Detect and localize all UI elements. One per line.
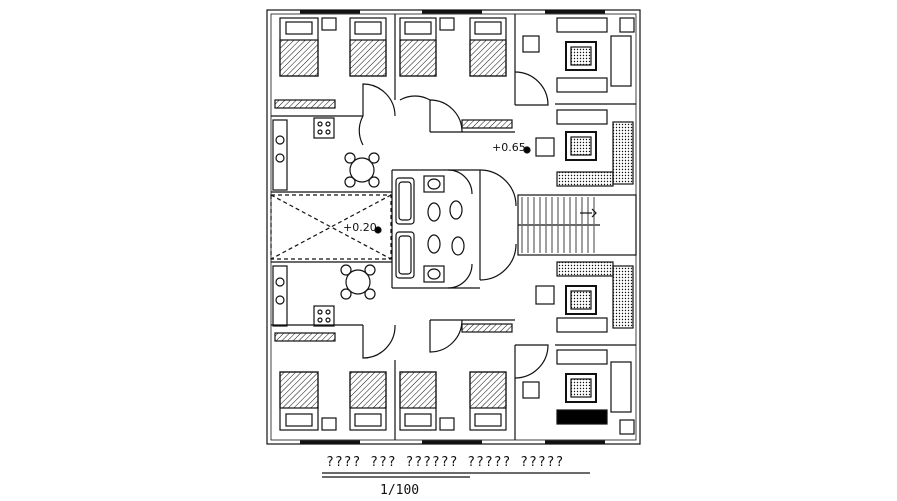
kitchen-counter [272, 265, 335, 327]
level-marker [374, 226, 382, 234]
level-marker [523, 146, 531, 154]
bed-icon [279, 17, 319, 77]
armchair-icon [535, 137, 555, 157]
dining-table-icon [340, 264, 376, 300]
armchair-icon [522, 17, 635, 53]
nightstand [439, 17, 455, 31]
bathtub-icon [395, 177, 415, 279]
door-swings [358, 71, 549, 379]
level-label: +0.20 [343, 221, 377, 234]
light-well [270, 194, 392, 260]
drawing-scale: 1/100 [380, 483, 420, 498]
nightstand [439, 417, 455, 431]
nightstand [321, 17, 337, 31]
bed-icon [469, 17, 507, 77]
sink-icon [423, 175, 445, 283]
coffee-table-icon [565, 373, 597, 403]
sofa-icon [556, 261, 634, 333]
bed-icon [349, 17, 387, 77]
wardrobe [274, 332, 336, 342]
sofa-icon [556, 349, 632, 425]
dining-table-icon [344, 152, 380, 188]
kitchen-counter [272, 117, 335, 191]
wardrobe [274, 99, 336, 109]
sofa-icon [556, 17, 632, 93]
stair-treads [521, 197, 595, 253]
windows [300, 10, 605, 444]
armchair-icon [522, 381, 635, 435]
drawing-title: ???? ??? ?????? ????? ????? [326, 455, 565, 470]
outer-wall [266, 9, 641, 445]
bed-icon [469, 371, 507, 431]
bed-icon [279, 371, 319, 431]
bed-icon [349, 371, 387, 431]
coffee-table-icon [565, 285, 597, 315]
staircase [517, 194, 637, 256]
sofa-icon [556, 109, 634, 187]
nightstand [321, 417, 337, 431]
armchair-icon [535, 285, 555, 305]
wardrobe [461, 323, 513, 333]
coffee-table-icon [565, 41, 597, 71]
bed-icon [399, 371, 437, 431]
toilet-icon [427, 200, 465, 256]
bed-icon [399, 17, 437, 77]
level-label: +0.65 [492, 141, 526, 154]
wardrobe [461, 119, 513, 129]
coffee-table-icon [565, 131, 597, 161]
